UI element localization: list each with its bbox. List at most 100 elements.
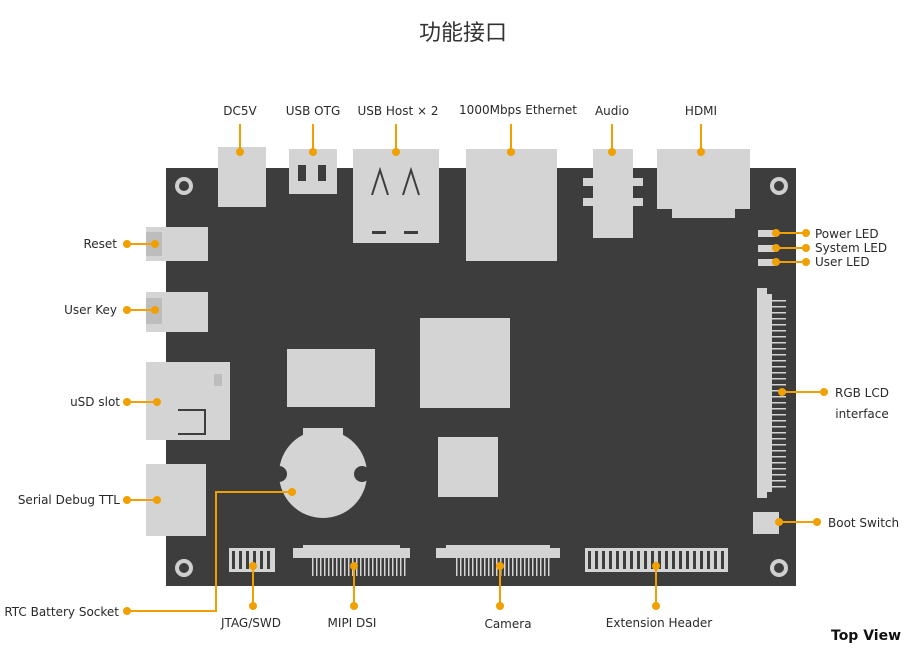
label-user-led: User LED [815, 255, 870, 269]
lcd-pin [772, 366, 786, 368]
label-hdmi: HDMI [685, 104, 717, 118]
camera-pin [508, 558, 510, 576]
lcd-pin [772, 450, 786, 452]
jtag-pin [260, 551, 263, 569]
lcd-pin [772, 354, 786, 356]
lcd-pin [772, 336, 786, 338]
lcd-pin [772, 372, 786, 374]
chip-pmic [438, 437, 498, 497]
label-ethernet: 1000Mbps Ethernet [459, 103, 577, 117]
label-mipi-dsi: MIPI DSI [328, 616, 377, 630]
label-reset: Reset [83, 237, 117, 251]
mipi-pin [376, 558, 378, 576]
mipi-pin [324, 558, 326, 576]
extension-pin [651, 551, 654, 569]
mipi-pin [380, 558, 382, 576]
led-indicators [758, 230, 775, 266]
extension-pin [609, 551, 612, 569]
mipi-pin [404, 558, 406, 576]
dc5v-jack [218, 147, 266, 207]
mipi-pin [312, 558, 314, 576]
lcd-pin [772, 408, 786, 410]
camera-pin [536, 558, 538, 576]
camera-pin [504, 558, 506, 576]
lcd-pin [772, 396, 786, 398]
extension-pin [672, 551, 675, 569]
lcd-pin [772, 306, 786, 308]
label-extension: Extension Header [606, 616, 712, 630]
lcd-pin [772, 438, 786, 440]
extension-pin [679, 551, 682, 569]
lcd-pin [772, 480, 786, 482]
camera-pin [484, 558, 486, 576]
label-power-led: Power LED [815, 227, 879, 241]
extension-pin [686, 551, 689, 569]
camera-pin [468, 558, 470, 576]
lcd-pin [772, 420, 786, 422]
extension-pin [616, 551, 619, 569]
rgb-lcd-connector [757, 288, 786, 498]
leader-lines [127, 124, 824, 612]
camera-pin [516, 558, 518, 576]
label-audio: Audio [595, 104, 629, 118]
camera-pin [492, 558, 494, 576]
mipi-pin [368, 558, 370, 576]
label-usb-host: USB Host × 2 [357, 104, 438, 118]
rtc-battery-socket [271, 428, 370, 518]
lcd-pin [772, 402, 786, 404]
camera-pin [476, 558, 478, 576]
usd-slot [146, 362, 230, 440]
chip-soc [420, 318, 510, 408]
extension-pin [630, 551, 633, 569]
lcd-pin [772, 444, 786, 446]
mipi-pin [316, 558, 318, 576]
camera-pin [472, 558, 474, 576]
camera-pin [520, 558, 522, 576]
label-rgb-lcd: RGB LCD [835, 386, 889, 400]
camera-pin [480, 558, 482, 576]
label-jtag: JTAG/SWD [220, 616, 281, 630]
extension-pin [665, 551, 668, 569]
label-camera: Camera [484, 617, 531, 631]
lcd-pin [772, 432, 786, 434]
extension-pin [588, 551, 591, 569]
mipi-pin [384, 558, 386, 576]
camera-pin [460, 558, 462, 576]
extension-pin [714, 551, 717, 569]
camera-pin [456, 558, 458, 576]
extension-pin [602, 551, 605, 569]
label-rtc-battery: RTC Battery Socket [4, 605, 119, 619]
lcd-pin [772, 468, 786, 470]
ethernet-port [466, 149, 557, 261]
camera-pin [548, 558, 550, 576]
lcd-pin [772, 360, 786, 362]
leader-dots [123, 148, 828, 615]
label-rgb-lcd-interface: interface [835, 407, 889, 421]
lcd-pin [772, 342, 786, 344]
extension-pin [644, 551, 647, 569]
mipi-pin [344, 558, 346, 576]
camera-pin [544, 558, 546, 576]
lcd-pin [772, 312, 786, 314]
mipi-pin [320, 558, 322, 576]
mipi-pin [396, 558, 398, 576]
extension-pin [707, 551, 710, 569]
usb-host-ports [353, 149, 439, 243]
mipi-pin [364, 558, 366, 576]
lcd-pin [772, 318, 786, 320]
chip-memory [287, 349, 375, 407]
mipi-pin [388, 558, 390, 576]
camera-pin [512, 558, 514, 576]
label-system-led: System LED [815, 241, 887, 255]
lcd-pin [772, 300, 786, 302]
extension-pin [700, 551, 703, 569]
page-title: 功能接口 [419, 21, 507, 46]
mipi-pin [336, 558, 338, 576]
lcd-pin [772, 456, 786, 458]
jtag-pin [232, 551, 235, 569]
jtag-pin [267, 551, 270, 569]
mipi-pin [348, 558, 350, 576]
lcd-pin [772, 324, 786, 326]
lcd-pin [772, 426, 786, 428]
